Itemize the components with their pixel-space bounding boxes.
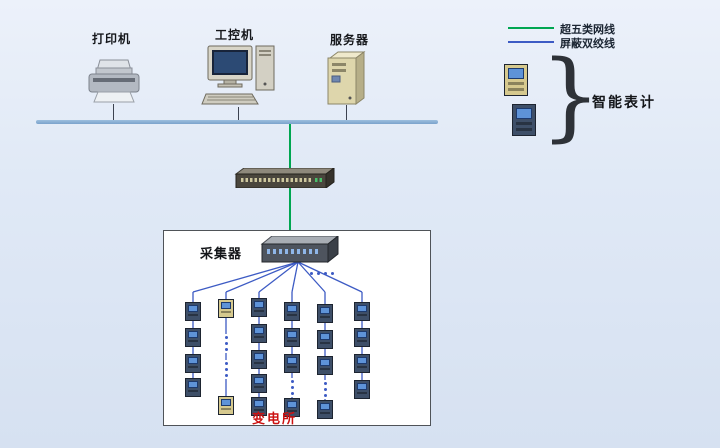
meter-icon [354,380,370,399]
meter-icon [251,350,267,369]
meter-icon [354,354,370,373]
meter-icon [354,302,370,321]
ellipsis-dots-icon [288,378,297,397]
meter-icon [251,374,267,393]
switch-icon [232,167,336,193]
meter-icon [317,400,333,419]
workstation-icon [200,44,278,113]
collector-label: 采集器 [200,246,243,261]
ellipsis-dots-icon [222,360,231,379]
workstation-label: 工控机 [215,28,255,42]
meter-icon [218,396,234,415]
meter-icon [218,299,234,318]
substation-label: 变电所 [252,411,298,426]
meter-icon [185,328,201,347]
collector-icon [258,234,342,269]
brace-icon: } [540,40,602,152]
printer-drop-line [113,104,114,121]
printer-icon [84,58,144,111]
meter-icon [354,328,370,347]
meter-icon [317,304,333,323]
server-icon [322,50,368,111]
meter-icon [251,397,267,416]
legend-line-cat5e [508,27,554,29]
ellipsis-dots-icon [321,380,330,399]
smart-meter-icon-a [504,64,528,96]
legend-label-cat5e: 超五类网线 [560,24,615,36]
meter-icon [251,324,267,343]
smart-meters-label: 智能表计 [592,96,656,111]
meter-icon [317,330,333,349]
workstation-drop-line [238,107,239,121]
printer-label: 打印机 [92,32,132,46]
server-drop-line [346,105,347,121]
ellipsis-dots-icon [222,334,231,353]
smart-meter-icon-b [512,104,536,136]
meter-icon [284,328,300,347]
meter-icon [185,378,201,397]
meter-icon [284,354,300,373]
meter-icon [317,356,333,375]
meter-icon [284,398,300,417]
meter-icon [185,302,201,321]
meter-icon [185,354,201,373]
legend-label-stp: 屏蔽双绞线 [560,38,615,50]
server-label: 服务器 [330,33,370,47]
ellipsis-dots-icon [310,272,334,275]
meter-icon [251,298,267,317]
cat5e-line-switch-to-collector [289,188,291,238]
legend-line-stp [508,41,554,43]
cat5e-line-bus-to-switch [289,124,291,168]
ethernet-bus-line [36,120,438,124]
meter-icon [284,302,300,321]
